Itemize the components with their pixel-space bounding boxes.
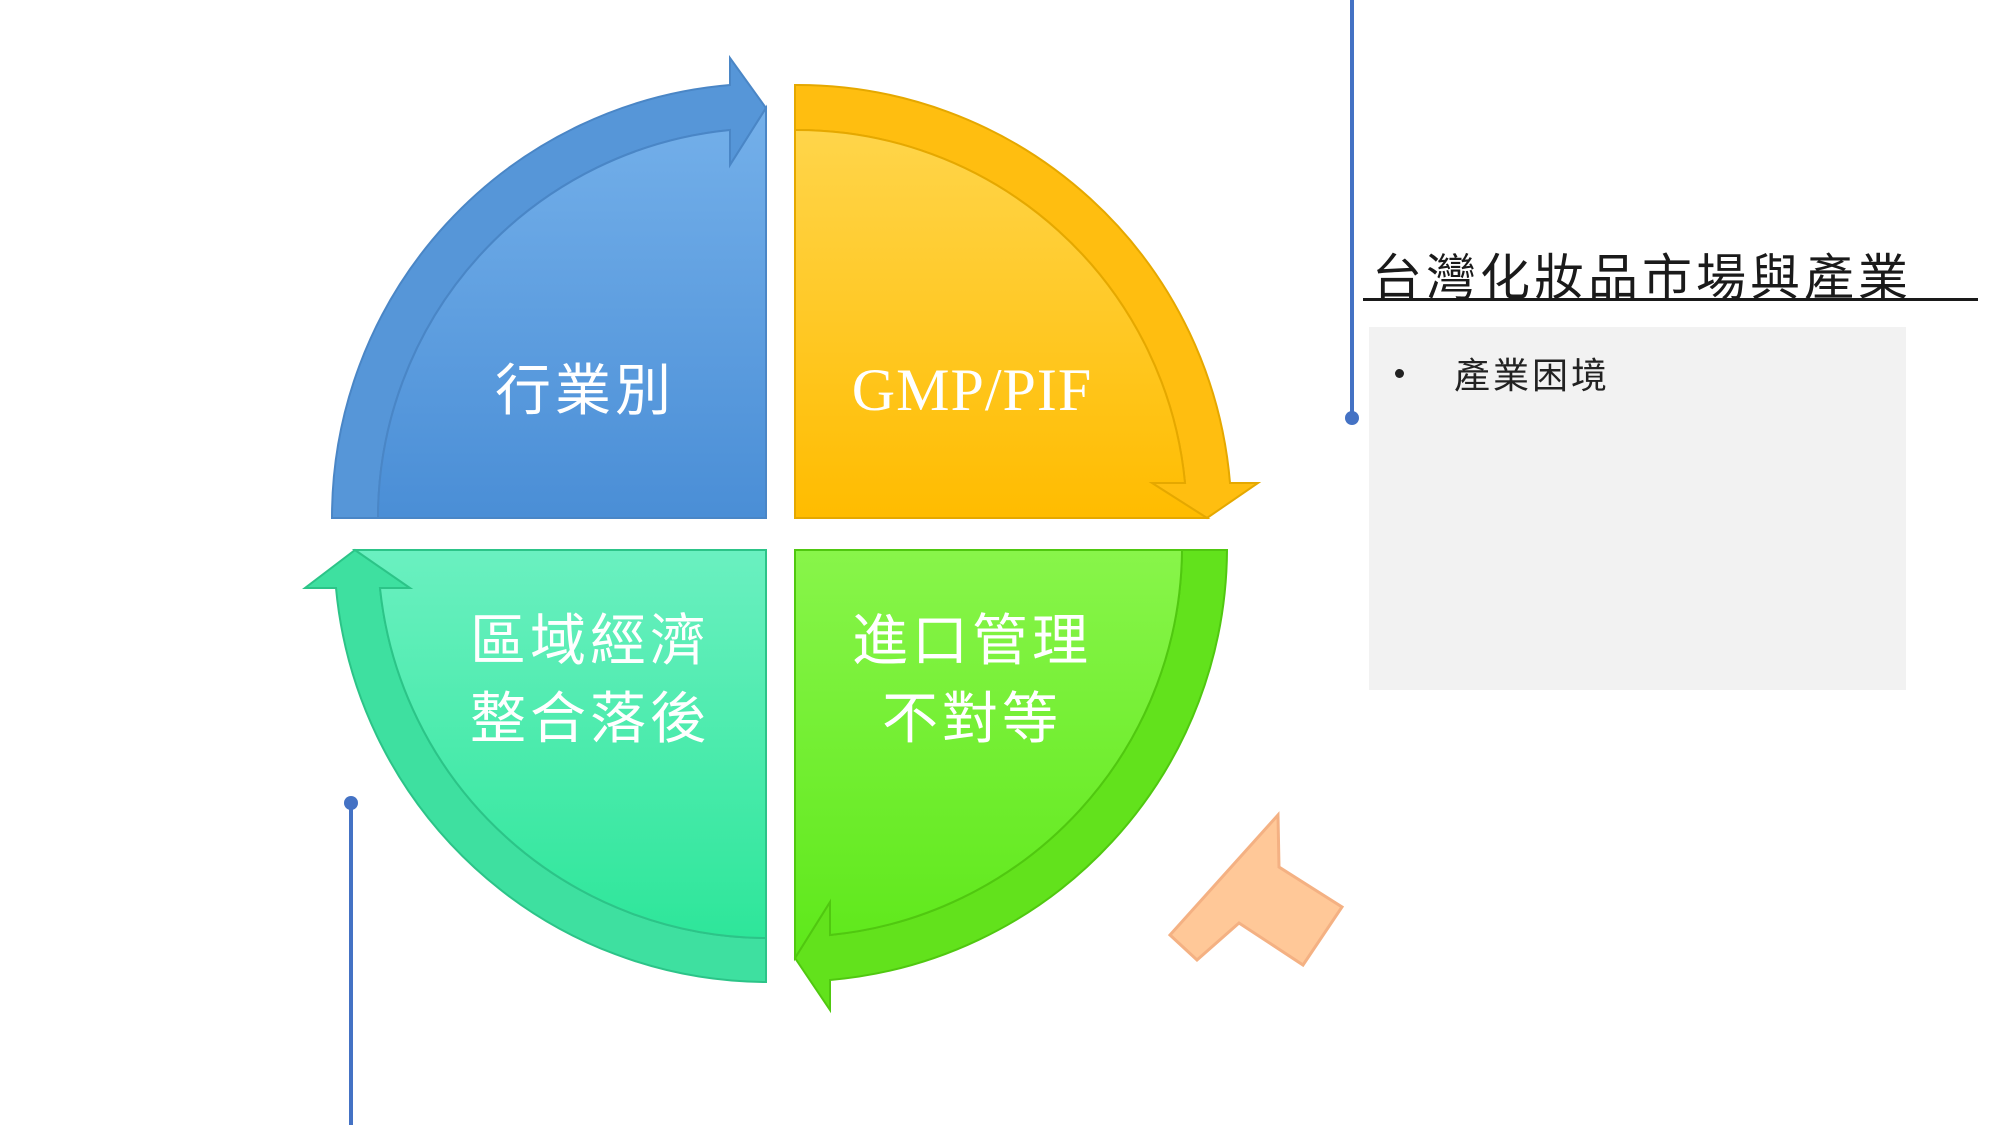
content-panel: 產業困境 (1369, 327, 1906, 690)
connector-top (1345, 0, 1359, 425)
segment-top-left: 行業別 (330, 54, 768, 519)
bullet-list: 產業困境 (1385, 347, 1610, 399)
segment-label-top-right: GMP/PIF (852, 357, 1092, 423)
segment-bottom-left: 區域經濟 整合落後 (302, 548, 767, 984)
pointer-arrow-icon (1167, 811, 1345, 968)
bullet-text: 產業困境 (1454, 356, 1611, 397)
segment-label-bottom-left-line2: 整合落後 (470, 687, 710, 752)
bullet-item: 產業困境 (1385, 347, 1610, 399)
segment-label-bottom-left-line1: 區域經濟 (470, 609, 710, 674)
connector-bottom (344, 796, 358, 1125)
segment-label-bottom-right-line2: 不對等 (882, 687, 1062, 752)
segment-bottom-right: 進口管理 不對等 (793, 549, 1229, 1014)
title-underline (1363, 298, 1978, 301)
segment-top-right: GMP/PIF (794, 83, 1262, 520)
segment-label-top-left: 行業別 (495, 359, 675, 424)
bullet-dot-icon (1395, 368, 1404, 378)
panel-title: 台灣化妝品市場與產業 (1372, 249, 1912, 307)
segment-label-bottom-right-line1: 進口管理 (852, 609, 1092, 674)
